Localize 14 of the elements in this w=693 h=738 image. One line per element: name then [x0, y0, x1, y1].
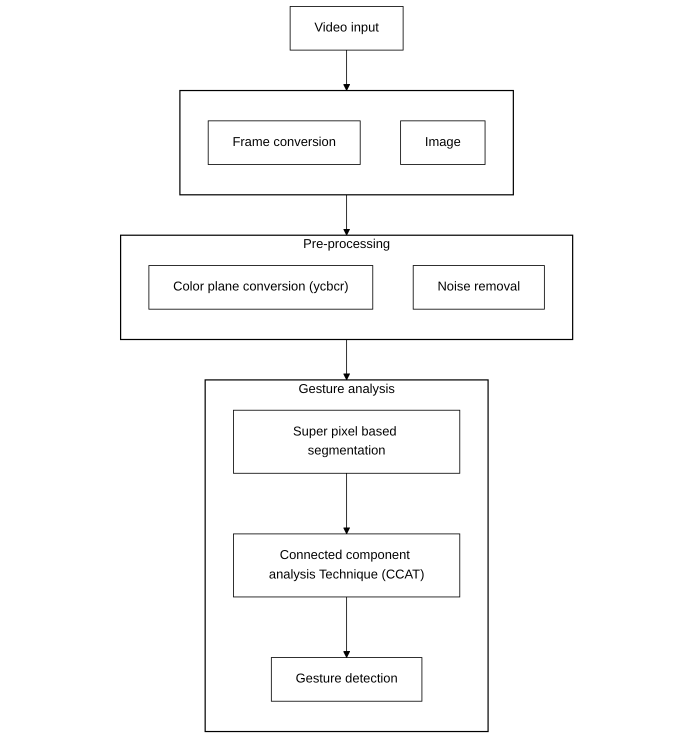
arrow — [342, 194, 350, 236]
node-box: Gesture detection — [270, 657, 422, 702]
node-box: Video input — [290, 6, 404, 51]
node-box: Frame conversion — [208, 120, 360, 165]
cluster — [179, 90, 514, 196]
arrow — [342, 472, 350, 534]
node-box: Noise removal — [412, 265, 545, 310]
node-box: Connected component analysis Technique (CCAT) — [232, 534, 460, 598]
arrow — [342, 50, 350, 91]
arrow — [342, 596, 350, 658]
arrow — [342, 339, 350, 380]
node-box: Image — [400, 120, 486, 165]
node-box: Super pixel based segmentation — [232, 410, 460, 474]
node-box: Color plane conversion (ycbcr) — [148, 265, 374, 310]
